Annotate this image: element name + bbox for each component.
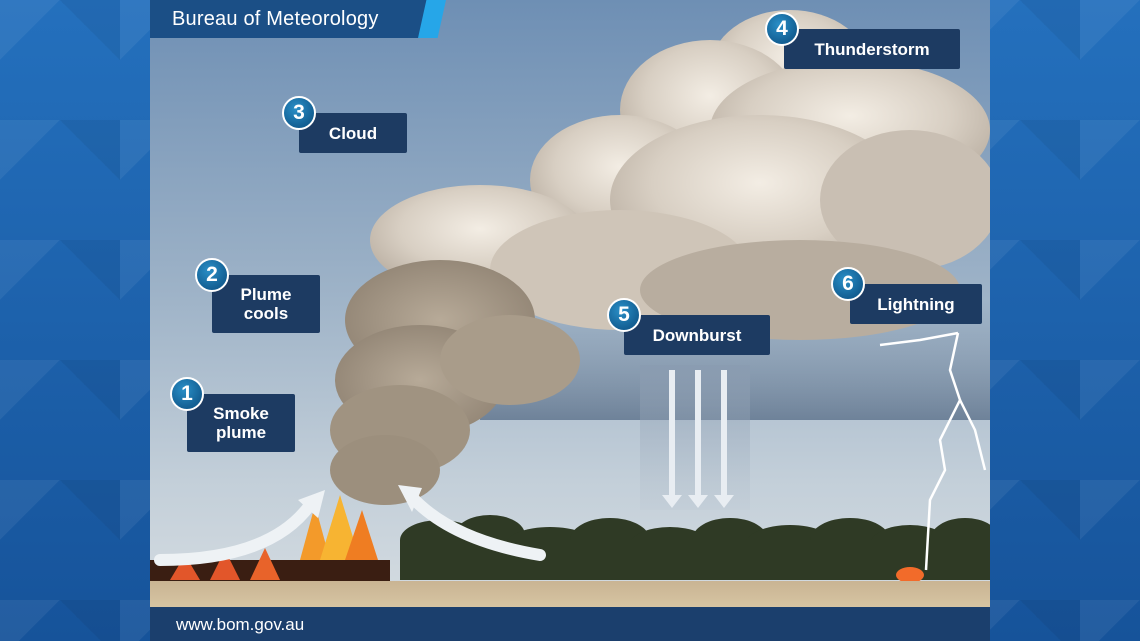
stage-4-line-1: Thunderstorm [814, 39, 930, 59]
stage-badge-5: 5 [607, 298, 641, 332]
stage-badge-2: 2 [195, 258, 229, 292]
stage-badge-1: 1 [170, 377, 204, 411]
footer-bar: www.bom.gov.au [150, 607, 990, 641]
thunderstorm-cloud [370, 10, 990, 340]
stage-2-line-2: cools [243, 304, 289, 323]
stage-5-line-1: Downburst [652, 325, 742, 345]
ground-strip [150, 581, 990, 607]
updraft-arrows [154, 489, 546, 566]
lightning-bolt [879, 331, 987, 571]
stage-2-line-1: Plume [240, 285, 292, 304]
stage-badge-3: 3 [282, 96, 316, 130]
header-title: Bureau of Meteorology [172, 8, 379, 30]
stage-label-cloud: Cloud [299, 113, 407, 153]
smoke-column [330, 260, 580, 505]
stage-badge-6: 6 [831, 267, 865, 301]
tree-line [400, 515, 990, 580]
stage-label-lightning: Lightning [850, 284, 982, 324]
footer-url: www.bom.gov.au [176, 615, 305, 634]
stage-label-downburst: Downburst [624, 315, 770, 355]
stage-badge-4: 4 [765, 12, 799, 46]
header-tab [150, 0, 440, 38]
diagram-panel: Bureau of Meteorology www.bom.gov.au Smo… [150, 0, 990, 641]
stage-label-plume-cools: Plume cools [212, 275, 320, 333]
stage-3-line-1: Cloud [328, 123, 378, 143]
stage-1-line-1: Smoke [213, 404, 269, 423]
stage-label-smoke-plume: Smoke plume [187, 394, 295, 452]
stage-1-line-2: plume [215, 423, 267, 442]
stage-6-line-1: Lightning [877, 294, 955, 314]
stage-label-thunderstorm: Thunderstorm [784, 29, 960, 69]
downburst-rain [640, 365, 750, 510]
